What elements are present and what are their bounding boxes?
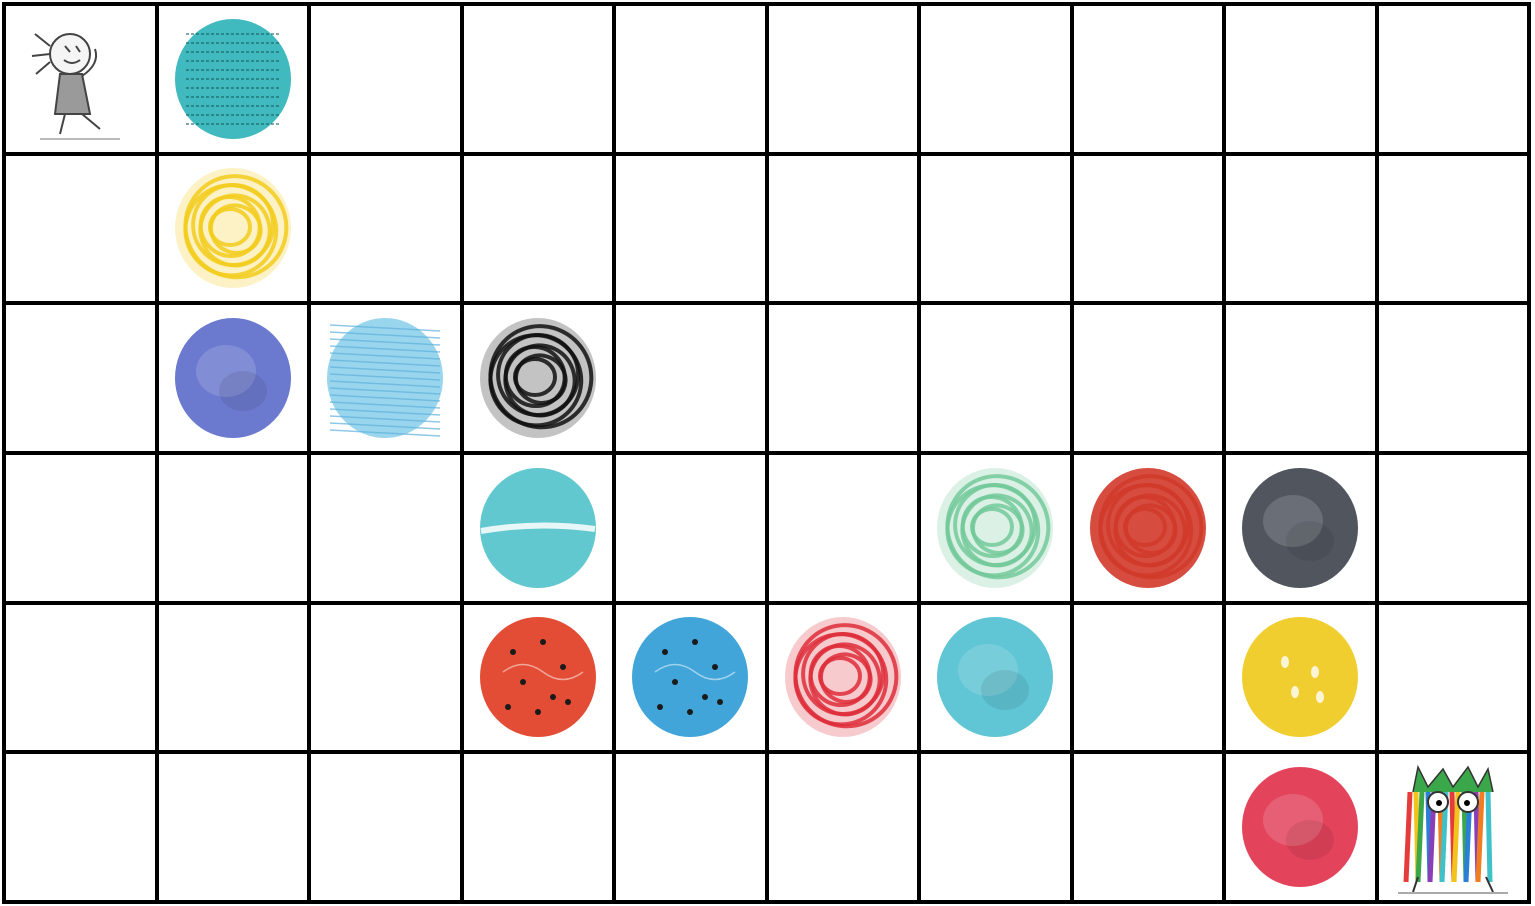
girl-character-icon[interactable]: [20, 14, 140, 144]
board-cell[interactable]: [616, 605, 765, 751]
board-cell[interactable]: [769, 305, 918, 451]
board-cell[interactable]: [1226, 156, 1375, 302]
board-cell[interactable]: [1379, 455, 1528, 601]
board-cell[interactable]: [159, 305, 308, 451]
board-cell[interactable]: [1074, 754, 1223, 900]
board-cell[interactable]: [311, 754, 460, 900]
board-cell[interactable]: [921, 6, 1070, 152]
board-cell[interactable]: [616, 6, 765, 152]
board-cell[interactable]: [311, 6, 460, 152]
board-cell[interactable]: [464, 754, 613, 900]
board-cell[interactable]: [616, 455, 765, 601]
board-cell[interactable]: [1226, 305, 1375, 451]
board-cell[interactable]: [1226, 605, 1375, 751]
board-cell[interactable]: [616, 754, 765, 900]
teal-newsprint-token-icon[interactable]: [168, 14, 298, 144]
board-cell[interactable]: [921, 156, 1070, 302]
color-monster-icon[interactable]: [1388, 757, 1518, 897]
yellow-scribble-token-icon[interactable]: [168, 163, 298, 293]
board-cell[interactable]: [921, 605, 1070, 751]
board-cell[interactable]: [616, 305, 765, 451]
board-cell[interactable]: [921, 305, 1070, 451]
red-scribble-token-icon[interactable]: [778, 612, 908, 742]
board-cell[interactable]: [1074, 455, 1223, 601]
red-brown-crayon-token-icon[interactable]: [1083, 463, 1213, 593]
board-cell[interactable]: [311, 305, 460, 451]
board-cell[interactable]: [6, 605, 155, 751]
board-cell[interactable]: [311, 455, 460, 601]
board-cell[interactable]: [159, 6, 308, 152]
board-cell[interactable]: [769, 605, 918, 751]
black-scribble-token-icon[interactable]: [473, 313, 603, 443]
board-cell[interactable]: [1379, 6, 1528, 152]
board-cell[interactable]: [464, 455, 613, 601]
yellow-speckled-token-icon[interactable]: [1235, 612, 1365, 742]
board-cell[interactable]: [1074, 6, 1223, 152]
board-cell[interactable]: [1074, 605, 1223, 751]
turquoise-folded-token-icon[interactable]: [473, 463, 603, 593]
board-cell[interactable]: [311, 605, 460, 751]
board-cell[interactable]: [6, 754, 155, 900]
board-cell[interactable]: [1379, 754, 1528, 900]
board-cell[interactable]: [769, 754, 918, 900]
board-cell[interactable]: [159, 156, 308, 302]
board-cell[interactable]: [1074, 305, 1223, 451]
board-cell[interactable]: [159, 605, 308, 751]
board-cell[interactable]: [464, 305, 613, 451]
board-cell[interactable]: [311, 156, 460, 302]
board-cell[interactable]: [6, 156, 155, 302]
dark-gray-watercolor-token-icon[interactable]: [1235, 463, 1365, 593]
board-cell[interactable]: [769, 156, 918, 302]
board-cell[interactable]: [464, 605, 613, 751]
board-cell[interactable]: [6, 455, 155, 601]
board-cell[interactable]: [769, 455, 918, 601]
board-cell[interactable]: [1379, 156, 1528, 302]
cyan-watercolor-token-icon[interactable]: [930, 612, 1060, 742]
board-cell[interactable]: [1379, 605, 1528, 751]
blue-violet-token-icon[interactable]: [168, 313, 298, 443]
board-cell[interactable]: [159, 455, 308, 601]
board-cell[interactable]: [6, 6, 155, 152]
board-cell[interactable]: [1074, 156, 1223, 302]
red-dotted-token-icon[interactable]: [473, 612, 603, 742]
board-cell[interactable]: [1226, 6, 1375, 152]
board-cell[interactable]: [616, 156, 765, 302]
board-cell[interactable]: [6, 305, 155, 451]
pink-red-token-icon[interactable]: [1235, 762, 1365, 892]
board-cell[interactable]: [464, 6, 613, 152]
board-cell[interactable]: [1379, 305, 1528, 451]
board-cell[interactable]: [1226, 455, 1375, 601]
board-cell[interactable]: [159, 754, 308, 900]
light-blue-textured-token-icon[interactable]: [320, 313, 450, 443]
board-cell[interactable]: [464, 156, 613, 302]
board-cell[interactable]: [769, 6, 918, 152]
green-scribble-token-icon[interactable]: [930, 463, 1060, 593]
board-cell[interactable]: [921, 754, 1070, 900]
blue-dotted-token-icon[interactable]: [625, 612, 755, 742]
board-cell[interactable]: [1226, 754, 1375, 900]
board-cell[interactable]: [921, 455, 1070, 601]
